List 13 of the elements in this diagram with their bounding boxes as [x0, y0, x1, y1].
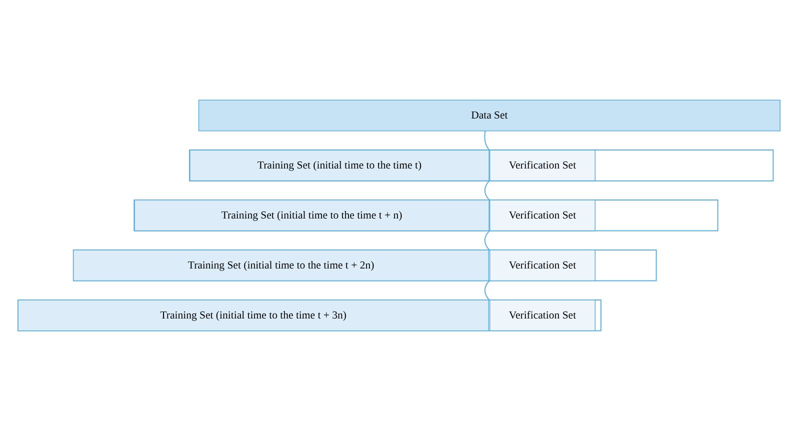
connector [484, 230, 490, 250]
connector [484, 180, 490, 200]
node-box: Training Set (initial time to the time t + n) [134, 199, 490, 231]
node-box: Training Set (initial time to the time t + 3n) [18, 299, 490, 331]
node-box: Verification Set [489, 199, 596, 231]
node-box: Training Set (initial time to the time t + 2n) [73, 249, 490, 281]
node-box: Verification Set [489, 149, 596, 181]
node-box: Verification Set [489, 299, 596, 331]
node-box: Training Set (initial time to the time t) [190, 149, 490, 181]
connector [484, 280, 490, 300]
node-box: Data Set [198, 99, 780, 131]
connector [484, 130, 490, 150]
node-box: Verification Set [489, 249, 596, 281]
